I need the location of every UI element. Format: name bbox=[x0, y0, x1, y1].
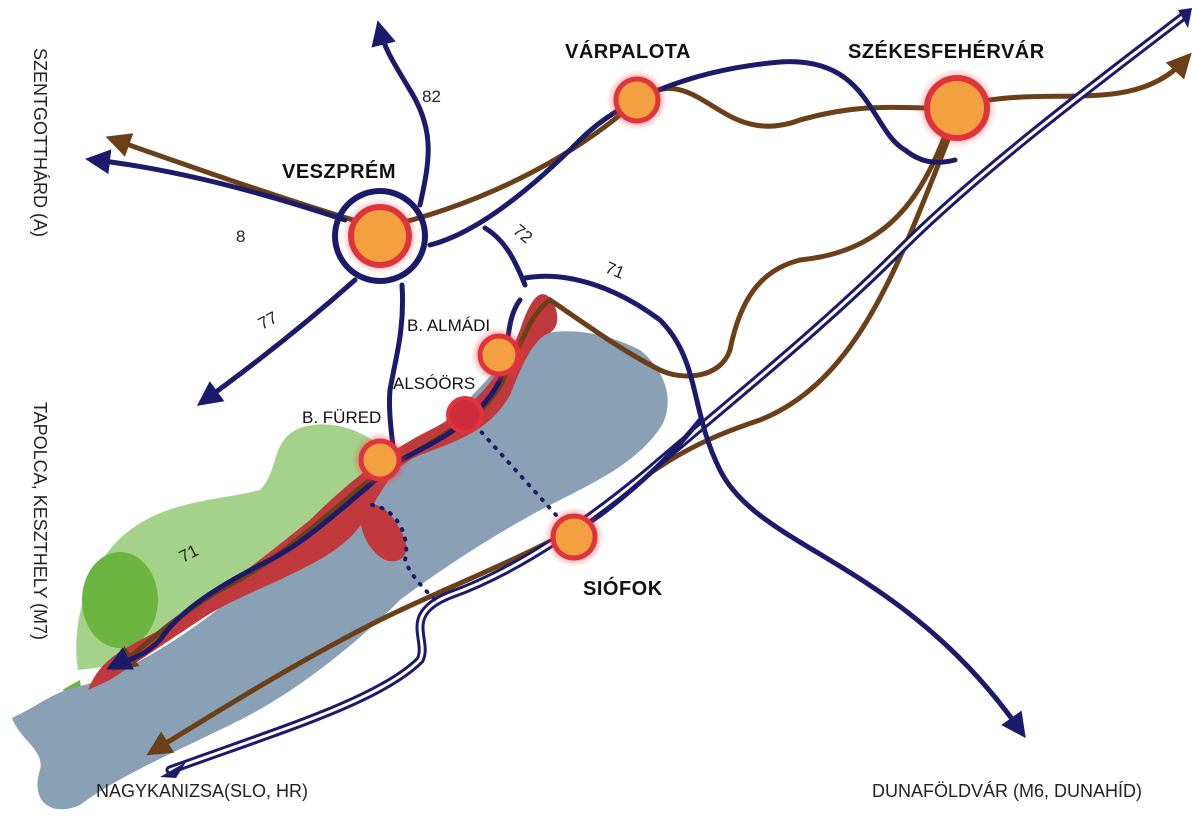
lake-balaton bbox=[12, 331, 668, 810]
road-8-east bbox=[427, 59, 958, 248]
label-road-82: 82 bbox=[422, 87, 441, 106]
label-road-8: 8 bbox=[236, 227, 245, 246]
ferry-tihany bbox=[370, 503, 442, 607]
road-8-west bbox=[85, 149, 348, 223]
label-road-71-north: 71 bbox=[603, 258, 628, 283]
road-77 bbox=[196, 277, 358, 406]
veszprem-ring bbox=[332, 188, 428, 284]
road-82 bbox=[371, 20, 431, 208]
ferry-alsoors-siofok bbox=[473, 423, 567, 527]
city-marker-veszprem[interactable] bbox=[348, 204, 412, 268]
motorway-m7-inner bbox=[168, 13, 1187, 772]
label-szentgotthard: SZENTGOTTHÁRD (A) bbox=[30, 48, 50, 237]
label-dunafoldvar: DUNAFÖLDVÁR (M6, DUNAHÍD) bbox=[872, 781, 1142, 801]
label-siofok: SIÓFOK bbox=[583, 576, 663, 600]
label-veszprem: VESZPRÉM bbox=[282, 160, 396, 183]
label-varpalota: VÁRPALOTA bbox=[565, 40, 691, 63]
forest-dark-area bbox=[82, 552, 158, 648]
label-balatonfured: B. FÜRED bbox=[302, 408, 381, 427]
city-marker-szekesfehervar[interactable] bbox=[924, 75, 990, 141]
road-72 bbox=[482, 225, 528, 288]
railway-varpalota-szekesfehervar bbox=[637, 85, 958, 129]
label-tapolca: TAPOLCA, KESZTHELY (M7) bbox=[30, 402, 50, 640]
city-marker-balatonfured[interactable] bbox=[358, 438, 402, 482]
label-road-72: 72 bbox=[509, 221, 536, 248]
tihany-peninsula bbox=[360, 504, 407, 562]
city-marker-balatonalmadi[interactable] bbox=[477, 333, 521, 377]
city-marker-varpalota[interactable] bbox=[613, 76, 661, 124]
label-szekesfehervar: SZÉKESFEHÉRVÁR bbox=[848, 40, 1045, 63]
city-marker-siofok[interactable] bbox=[550, 513, 598, 561]
label-road-77: 77 bbox=[255, 308, 281, 334]
label-alsoors: ALSÓÖRS bbox=[393, 374, 475, 393]
label-balatonalmadi: B. ALMÁDI bbox=[407, 316, 490, 335]
road-71-north bbox=[522, 273, 1026, 739]
road-veszprem-furedi bbox=[386, 282, 406, 463]
city-markers bbox=[342, 68, 997, 567]
label-nagykanizsa: NAGYKANIZSA(SLO, HR) bbox=[96, 781, 308, 801]
motorway-arrow-sw bbox=[160, 762, 186, 778]
motorway-arrow-ne bbox=[1178, 8, 1192, 28]
city-marker-alsoors[interactable] bbox=[446, 396, 484, 434]
